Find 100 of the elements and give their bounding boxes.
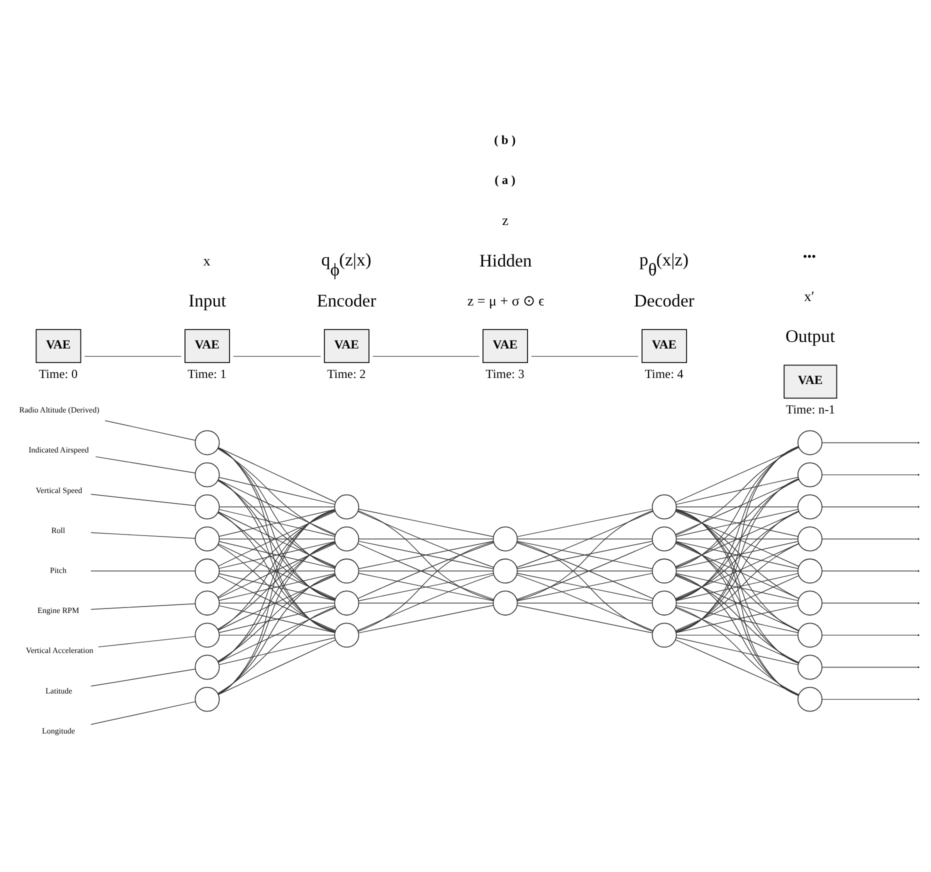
connector (822, 666, 919, 668)
connector (95, 456, 196, 473)
connector (219, 570, 335, 571)
connector (218, 446, 336, 502)
node-circle (798, 622, 822, 648)
connector (676, 446, 799, 632)
node-circle (194, 462, 220, 487)
node-circle (334, 494, 360, 519)
connector (90, 602, 196, 610)
connector (358, 574, 494, 630)
connector (218, 509, 336, 662)
node-circle (652, 494, 677, 519)
node-circle (652, 558, 677, 583)
connector (218, 479, 336, 632)
connector (676, 604, 799, 633)
connector (675, 606, 800, 662)
connector (675, 446, 800, 536)
label: z (502, 212, 508, 229)
label: Hidden (479, 250, 532, 270)
connector (517, 570, 653, 571)
connector (516, 510, 654, 568)
connector (219, 506, 335, 507)
node-circle (334, 590, 360, 616)
connector (516, 572, 653, 601)
connector (219, 634, 335, 636)
connector (358, 570, 494, 571)
connector (90, 493, 196, 506)
connector (516, 508, 653, 537)
node-circle (798, 686, 822, 712)
connector (217, 448, 336, 535)
connector (676, 541, 799, 663)
node-circle (194, 654, 220, 680)
connector (676, 570, 798, 571)
connector (517, 602, 653, 603)
connector (218, 604, 336, 632)
connector (676, 602, 798, 603)
connector (358, 538, 494, 539)
label: ••• (802, 249, 816, 264)
connector (675, 542, 800, 598)
connector (822, 442, 919, 443)
connector (372, 355, 480, 356)
label: Encoder (316, 290, 376, 310)
node-circle (798, 494, 822, 519)
node-label: Time: n-1 (786, 402, 835, 416)
connector (676, 508, 799, 696)
connector (676, 538, 798, 539)
connector (676, 446, 799, 600)
connector (675, 478, 800, 568)
connector (822, 602, 919, 603)
connector (676, 506, 798, 507)
connector (218, 541, 336, 694)
connector (676, 634, 798, 636)
connector (358, 510, 494, 568)
connector (675, 638, 800, 695)
node-text: Roll (51, 525, 66, 534)
connector (104, 420, 196, 440)
connector (676, 540, 799, 696)
node-label: Time: 2 (327, 366, 366, 380)
node-label: Time: 1 (188, 366, 226, 380)
node-label: Time: 0 (38, 366, 78, 380)
connector (218, 639, 336, 694)
connector (675, 510, 800, 566)
node-circle (334, 526, 360, 551)
connector (218, 573, 336, 694)
node-circle (652, 622, 677, 648)
connector (822, 698, 919, 700)
connector (675, 574, 800, 662)
connector (218, 446, 336, 632)
node-text: Latitude (46, 686, 72, 695)
connector (358, 604, 494, 633)
node-text: Indicated Airspeed (28, 445, 89, 454)
node-circle (194, 430, 220, 455)
node-circle (652, 526, 677, 551)
node-circle (798, 526, 822, 551)
connector (98, 636, 196, 647)
connector (516, 510, 654, 600)
node-text: Pitch (50, 565, 66, 574)
connector (218, 606, 336, 662)
node-text: Vertical Acceleration (26, 646, 94, 655)
connector (217, 480, 336, 567)
connector (517, 538, 653, 539)
connector (218, 476, 336, 504)
connector (90, 532, 196, 538)
connector (516, 540, 654, 632)
connector (84, 355, 182, 356)
node-circle (334, 622, 360, 648)
node-circle (194, 686, 220, 712)
node-text: Longitude (42, 726, 75, 735)
connector (676, 478, 799, 600)
node-text: Engine RPM (38, 606, 80, 615)
node-circle (492, 590, 518, 616)
connector (676, 446, 799, 568)
connector (90, 570, 196, 571)
node-label: Time: 4 (644, 366, 684, 380)
connector (358, 540, 494, 569)
connector (217, 606, 336, 694)
connector (676, 476, 799, 504)
label: Output (785, 326, 835, 346)
node-circle (798, 462, 822, 487)
label: z = μ + σ ⊙ ϵ (467, 292, 544, 309)
